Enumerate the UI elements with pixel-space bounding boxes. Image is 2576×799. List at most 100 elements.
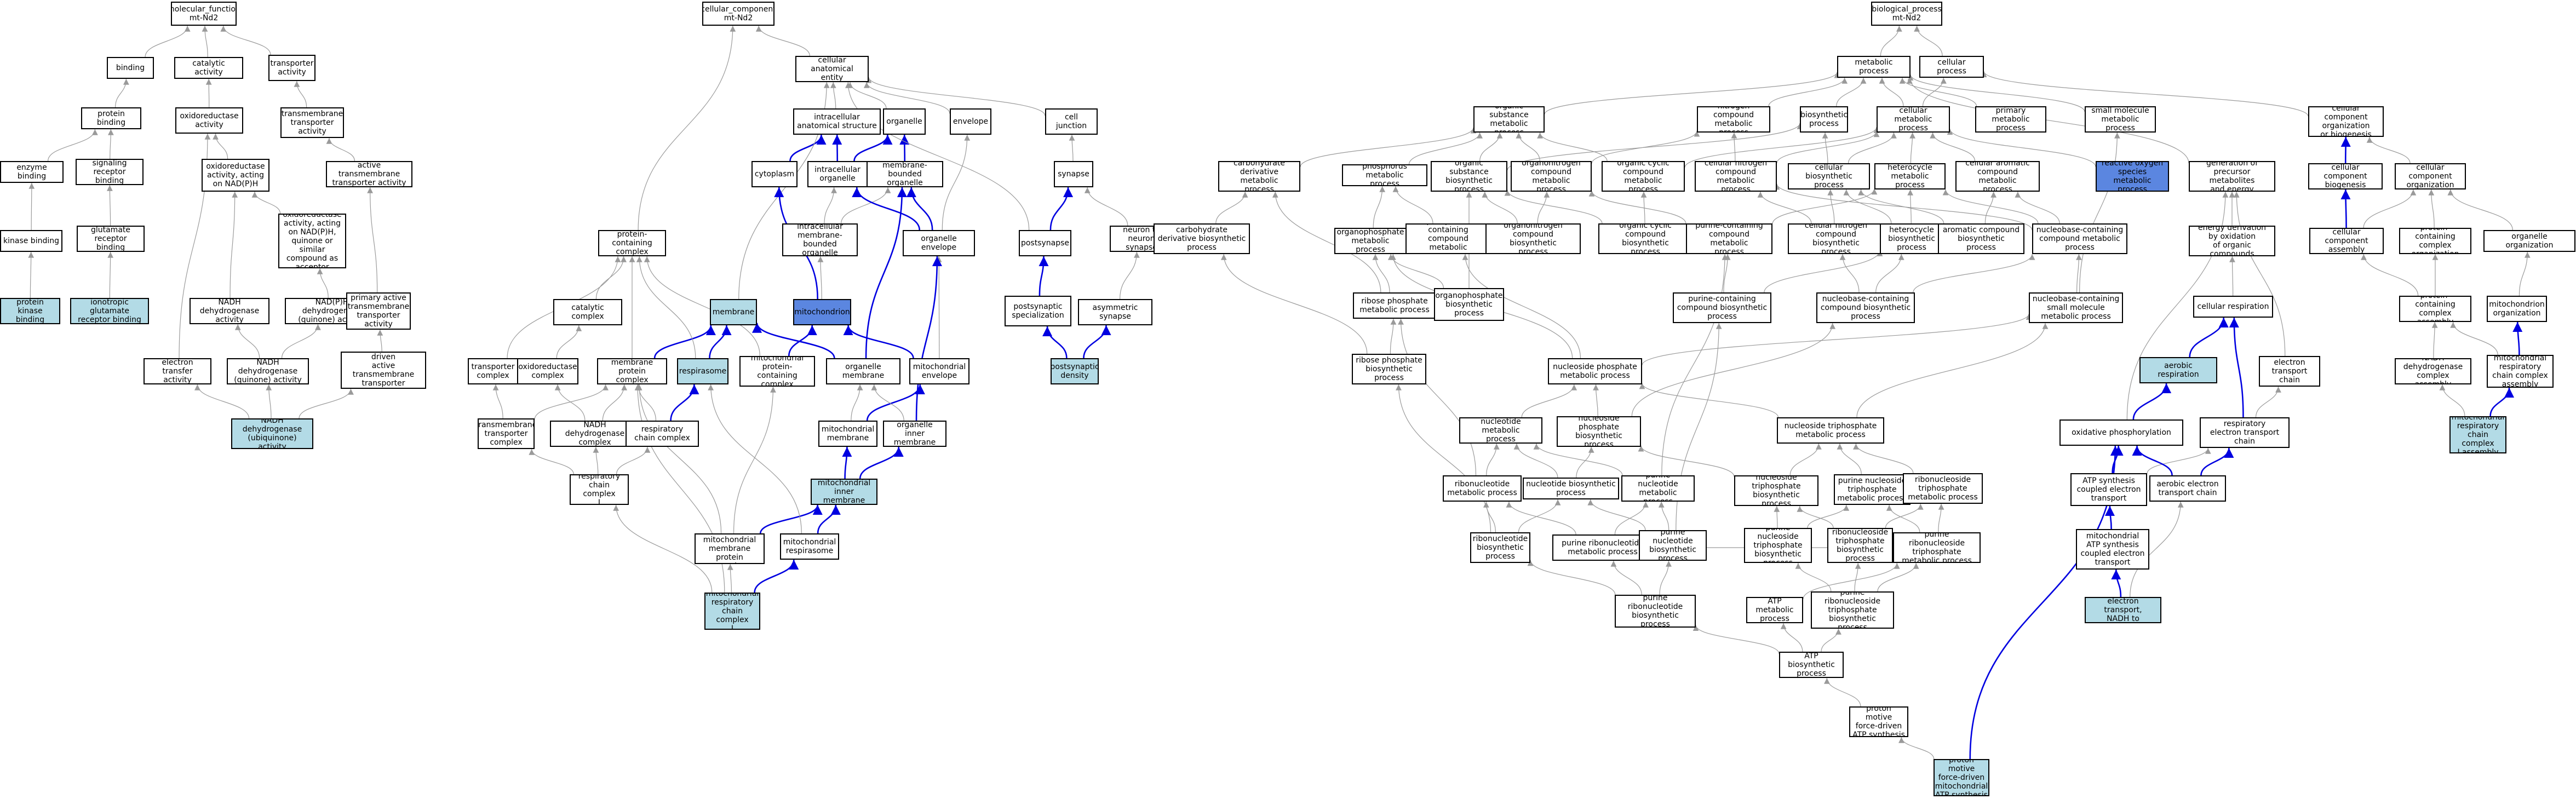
node-postsyn[interactable]: postsynapse bbox=[1019, 230, 1071, 256]
node-orgphbp[interactable]: organophosphate biosynthetic process bbox=[1434, 288, 1504, 321]
node-ccassem[interactable]: cellular component assembly bbox=[2309, 228, 2384, 254]
node-orgorg[interactable]: organelle organization bbox=[2483, 230, 2575, 252]
node-orginner[interactable]: organelle inner membrane bbox=[883, 421, 946, 447]
node-mrcc1[interactable]: mitochondrial respiratory chain complex … bbox=[704, 593, 760, 630]
node-arombp[interactable]: aromatic compound biosynthetic process bbox=[1938, 223, 2024, 254]
node-ros[interactable]: reactive oxygen species metabolic proces… bbox=[2096, 161, 2169, 192]
node-mrcassem[interactable]: mitochondrial respiratory chain complex … bbox=[2487, 355, 2554, 388]
node-purntpmp[interactable]: purine nucleoside triphosphate metabolic… bbox=[1834, 474, 1911, 505]
node-aetc[interactable]: aerobic electron transport chain bbox=[2149, 475, 2226, 502]
node-orgmem[interactable]: organelle membrane bbox=[826, 358, 900, 384]
node-ionglu[interactable]: ionotropic glutamate receptor binding bbox=[70, 298, 149, 324]
node-cacmp[interactable]: cellular aromatic compound metabolic pro… bbox=[1955, 161, 2040, 192]
node-ias[interactable]: intracellular anatomical structure bbox=[793, 108, 881, 135]
node-smmp[interactable]: small molecule metabolic process bbox=[2085, 106, 2156, 133]
node-bp[interactable]: biological_process mt-Nd2 bbox=[1871, 2, 1942, 26]
node-nsphbp[interactable]: nucleoside phosphate biosynthetic proces… bbox=[1557, 416, 1641, 447]
node-rpmp[interactable]: ribose phosphate metabolic process bbox=[1353, 292, 1436, 319]
node-genprec[interactable]: generation of precursor metabolites and … bbox=[2189, 161, 2275, 192]
node-imbo[interactable]: intracellular membrane-bounded organelle bbox=[782, 223, 858, 256]
node-nbcbp[interactable]: nucleobase-containing compound biosynthe… bbox=[1816, 292, 1915, 323]
node-rcc1[interactable]: respiratory chain complex I bbox=[570, 474, 629, 505]
node-mitoresp[interactable]: mitochondrial respirasome bbox=[780, 533, 839, 560]
node-nucbp[interactable]: nucleotide biosynthetic process bbox=[1523, 478, 1619, 499]
node-psd[interactable]: postsynaptic density bbox=[1051, 358, 1099, 384]
node-celljunc[interactable]: cell junction bbox=[1045, 108, 1098, 135]
node-mrcc1assem[interactable]: mitochondrial respiratory chain complex … bbox=[2449, 416, 2506, 453]
node-nadhdh[interactable]: NADH dehydrogenase activity bbox=[190, 298, 269, 324]
node-atpbp[interactable]: ATP biosynthetic process bbox=[1779, 652, 1844, 678]
node-edoc[interactable]: energy derivation by oxidation of organi… bbox=[2189, 226, 2275, 256]
node-nadhubi[interactable]: NADH dehydrogenase (ubiquinone) activity bbox=[231, 418, 313, 449]
node-pcorg[interactable]: protein-containing complex organization bbox=[2399, 228, 2471, 254]
node-orgenv[interactable]: organelle envelope bbox=[903, 230, 975, 256]
node-cc[interactable]: cellular_component mt-Nd2 bbox=[702, 2, 774, 26]
node-osbp[interactable]: organic substance biosynthetic process bbox=[1431, 161, 1507, 192]
node-pmfmatp[interactable]: proton motive force-driven mitochondrial… bbox=[1934, 759, 1989, 796]
node-rpbp[interactable]: ribose phosphate biosynthetic process bbox=[1352, 354, 1426, 384]
node-rntpbp[interactable]: ribonucleoside triphosphate biosynthetic… bbox=[1827, 528, 1893, 563]
node-cellmet[interactable]: cellular metabolic process bbox=[1877, 106, 1950, 133]
node-mitoenv[interactable]: mitochondrial envelope bbox=[909, 358, 969, 384]
node-acttm[interactable]: active transmembrane transporter activit… bbox=[326, 161, 412, 187]
node-glurec[interactable]: glutamate receptor binding bbox=[77, 226, 145, 252]
node-onbp[interactable]: organonitrogen compound biosynthetic pro… bbox=[1485, 223, 1581, 254]
node-oxquin[interactable]: oxidoreductase activity, acting on NAD(P… bbox=[278, 214, 346, 268]
node-atpmp[interactable]: ATP metabolic process bbox=[1746, 597, 1803, 623]
node-purntpbp[interactable]: purine nucleoside triphosphate biosynthe… bbox=[1744, 528, 1812, 563]
node-prnbp[interactable]: purine ribonucleotide biosynthetic proce… bbox=[1615, 595, 1696, 628]
node-catcplx[interactable]: catalytic complex bbox=[553, 299, 622, 325]
node-carbdbp[interactable]: carbohydrate derivative biosynthetic pro… bbox=[1154, 223, 1250, 254]
node-transpcplx[interactable]: transporter complex bbox=[468, 358, 518, 384]
node-oxidocplx[interactable]: oxidoreductase complex bbox=[517, 358, 578, 384]
node-prnmp[interactable]: purine ribonucleotide metabolic process bbox=[1552, 534, 1653, 561]
node-protbind[interactable]: protein binding bbox=[81, 107, 141, 129]
node-binding[interactable]: binding bbox=[107, 57, 154, 79]
node-ntpmp[interactable]: nucleoside triphosphate metabolic proces… bbox=[1777, 417, 1884, 444]
node-nsphmp[interactable]: nucleoside phosphate metabolic process bbox=[1548, 358, 1642, 384]
node-retc[interactable]: respiratory electron transport chain bbox=[2200, 417, 2290, 448]
node-oxphos[interactable]: oxidative phosphorylation bbox=[2059, 419, 2183, 446]
node-mitoorg[interactable]: mitochondrion organization bbox=[2487, 296, 2547, 322]
node-imppc[interactable]: inner mitochondrial membrane protein com… bbox=[695, 533, 765, 564]
node-metnadh[interactable]: mitochondrial electron transport, NADH t… bbox=[2085, 597, 2161, 623]
node-cytoplasm[interactable]: cytoplasm bbox=[751, 161, 798, 187]
node-postspec[interactable]: postsynaptic specialization bbox=[1005, 296, 1071, 326]
node-asymsyn[interactable]: asymmetric synapse bbox=[1078, 299, 1152, 325]
node-nbsmmp[interactable]: nucleobase-containing small molecule met… bbox=[2029, 292, 2123, 323]
node-mim[interactable]: mitochondrial inner membrane bbox=[811, 479, 877, 505]
node-transporter[interactable]: transporter activity bbox=[268, 55, 315, 81]
node-mbo[interactable]: membrane-bounded organelle bbox=[867, 161, 943, 187]
node-oxnadh[interactable]: oxidoreductase activity, acting on NAD(P… bbox=[202, 159, 269, 192]
node-etact[interactable]: electron transfer activity bbox=[144, 358, 211, 384]
node-respirasome[interactable]: respirasome bbox=[677, 358, 728, 384]
node-primmet[interactable]: primary metabolic process bbox=[1975, 106, 2046, 133]
node-ocmp[interactable]: organic cyclic compound metabolic proces… bbox=[1602, 161, 1685, 192]
node-oxidored[interactable]: oxidoreductase activity bbox=[175, 107, 243, 134]
node-mf[interactable]: molecular_function mt-Nd2 bbox=[171, 2, 237, 26]
node-ncmp[interactable]: nitrogen compound metabolic process bbox=[1697, 106, 1770, 133]
node-etc[interactable]: electron transport chain bbox=[2259, 356, 2320, 387]
node-purbp[interactable]: purine-containing compound biosynthetic … bbox=[1673, 292, 1771, 323]
node-protkin[interactable]: protein kinase binding bbox=[0, 298, 60, 324]
node-tmtransp[interactable]: transmembrane transporter activity bbox=[280, 107, 344, 138]
node-mitomem[interactable]: mitochondrial membrane bbox=[818, 421, 877, 447]
node-hetbp[interactable]: heterocycle biosynthetic process bbox=[1880, 223, 1943, 254]
node-catalytic[interactable]: catalytic activity bbox=[174, 57, 243, 79]
node-prntpmp[interactable]: purine ribonucleoside triphosphate metab… bbox=[1893, 532, 1981, 563]
node-sigrec[interactable]: signaling receptor binding bbox=[76, 159, 144, 185]
node-pccmp[interactable]: phosphate-containing compound metabolic … bbox=[1405, 223, 1491, 254]
node-matpsce[interactable]: mitochondrial ATP synthesis coupled elec… bbox=[2076, 529, 2149, 570]
node-ccob[interactable]: cellular component organization or bioge… bbox=[2308, 106, 2384, 137]
node-rnucbp[interactable]: ribonucleotide biosynthetic process bbox=[1470, 532, 1530, 563]
node-cellproc[interactable]: cellular process bbox=[1919, 56, 1984, 78]
node-hetmp[interactable]: heterocycle metabolic process bbox=[1874, 163, 1946, 189]
node-kinbind[interactable]: kinase binding bbox=[0, 230, 62, 252]
node-ntpbp[interactable]: nucleoside triphosphate biosynthetic pro… bbox=[1734, 475, 1818, 506]
node-cncmp[interactable]: cellular nitrogen compound metabolic pro… bbox=[1695, 161, 1777, 192]
node-tmtc[interactable]: transmembrane transporter complex bbox=[478, 418, 535, 449]
node-ocbp[interactable]: organic cyclic compound biosynthetic pro… bbox=[1598, 223, 1693, 254]
node-orgphos[interactable]: organophosphate metabolic process bbox=[1334, 228, 1407, 254]
node-nadhassem[interactable]: NADH dehydrogenase complex assembly bbox=[2395, 358, 2471, 384]
node-primtm[interactable]: primary active transmembrane transporter… bbox=[346, 292, 411, 330]
